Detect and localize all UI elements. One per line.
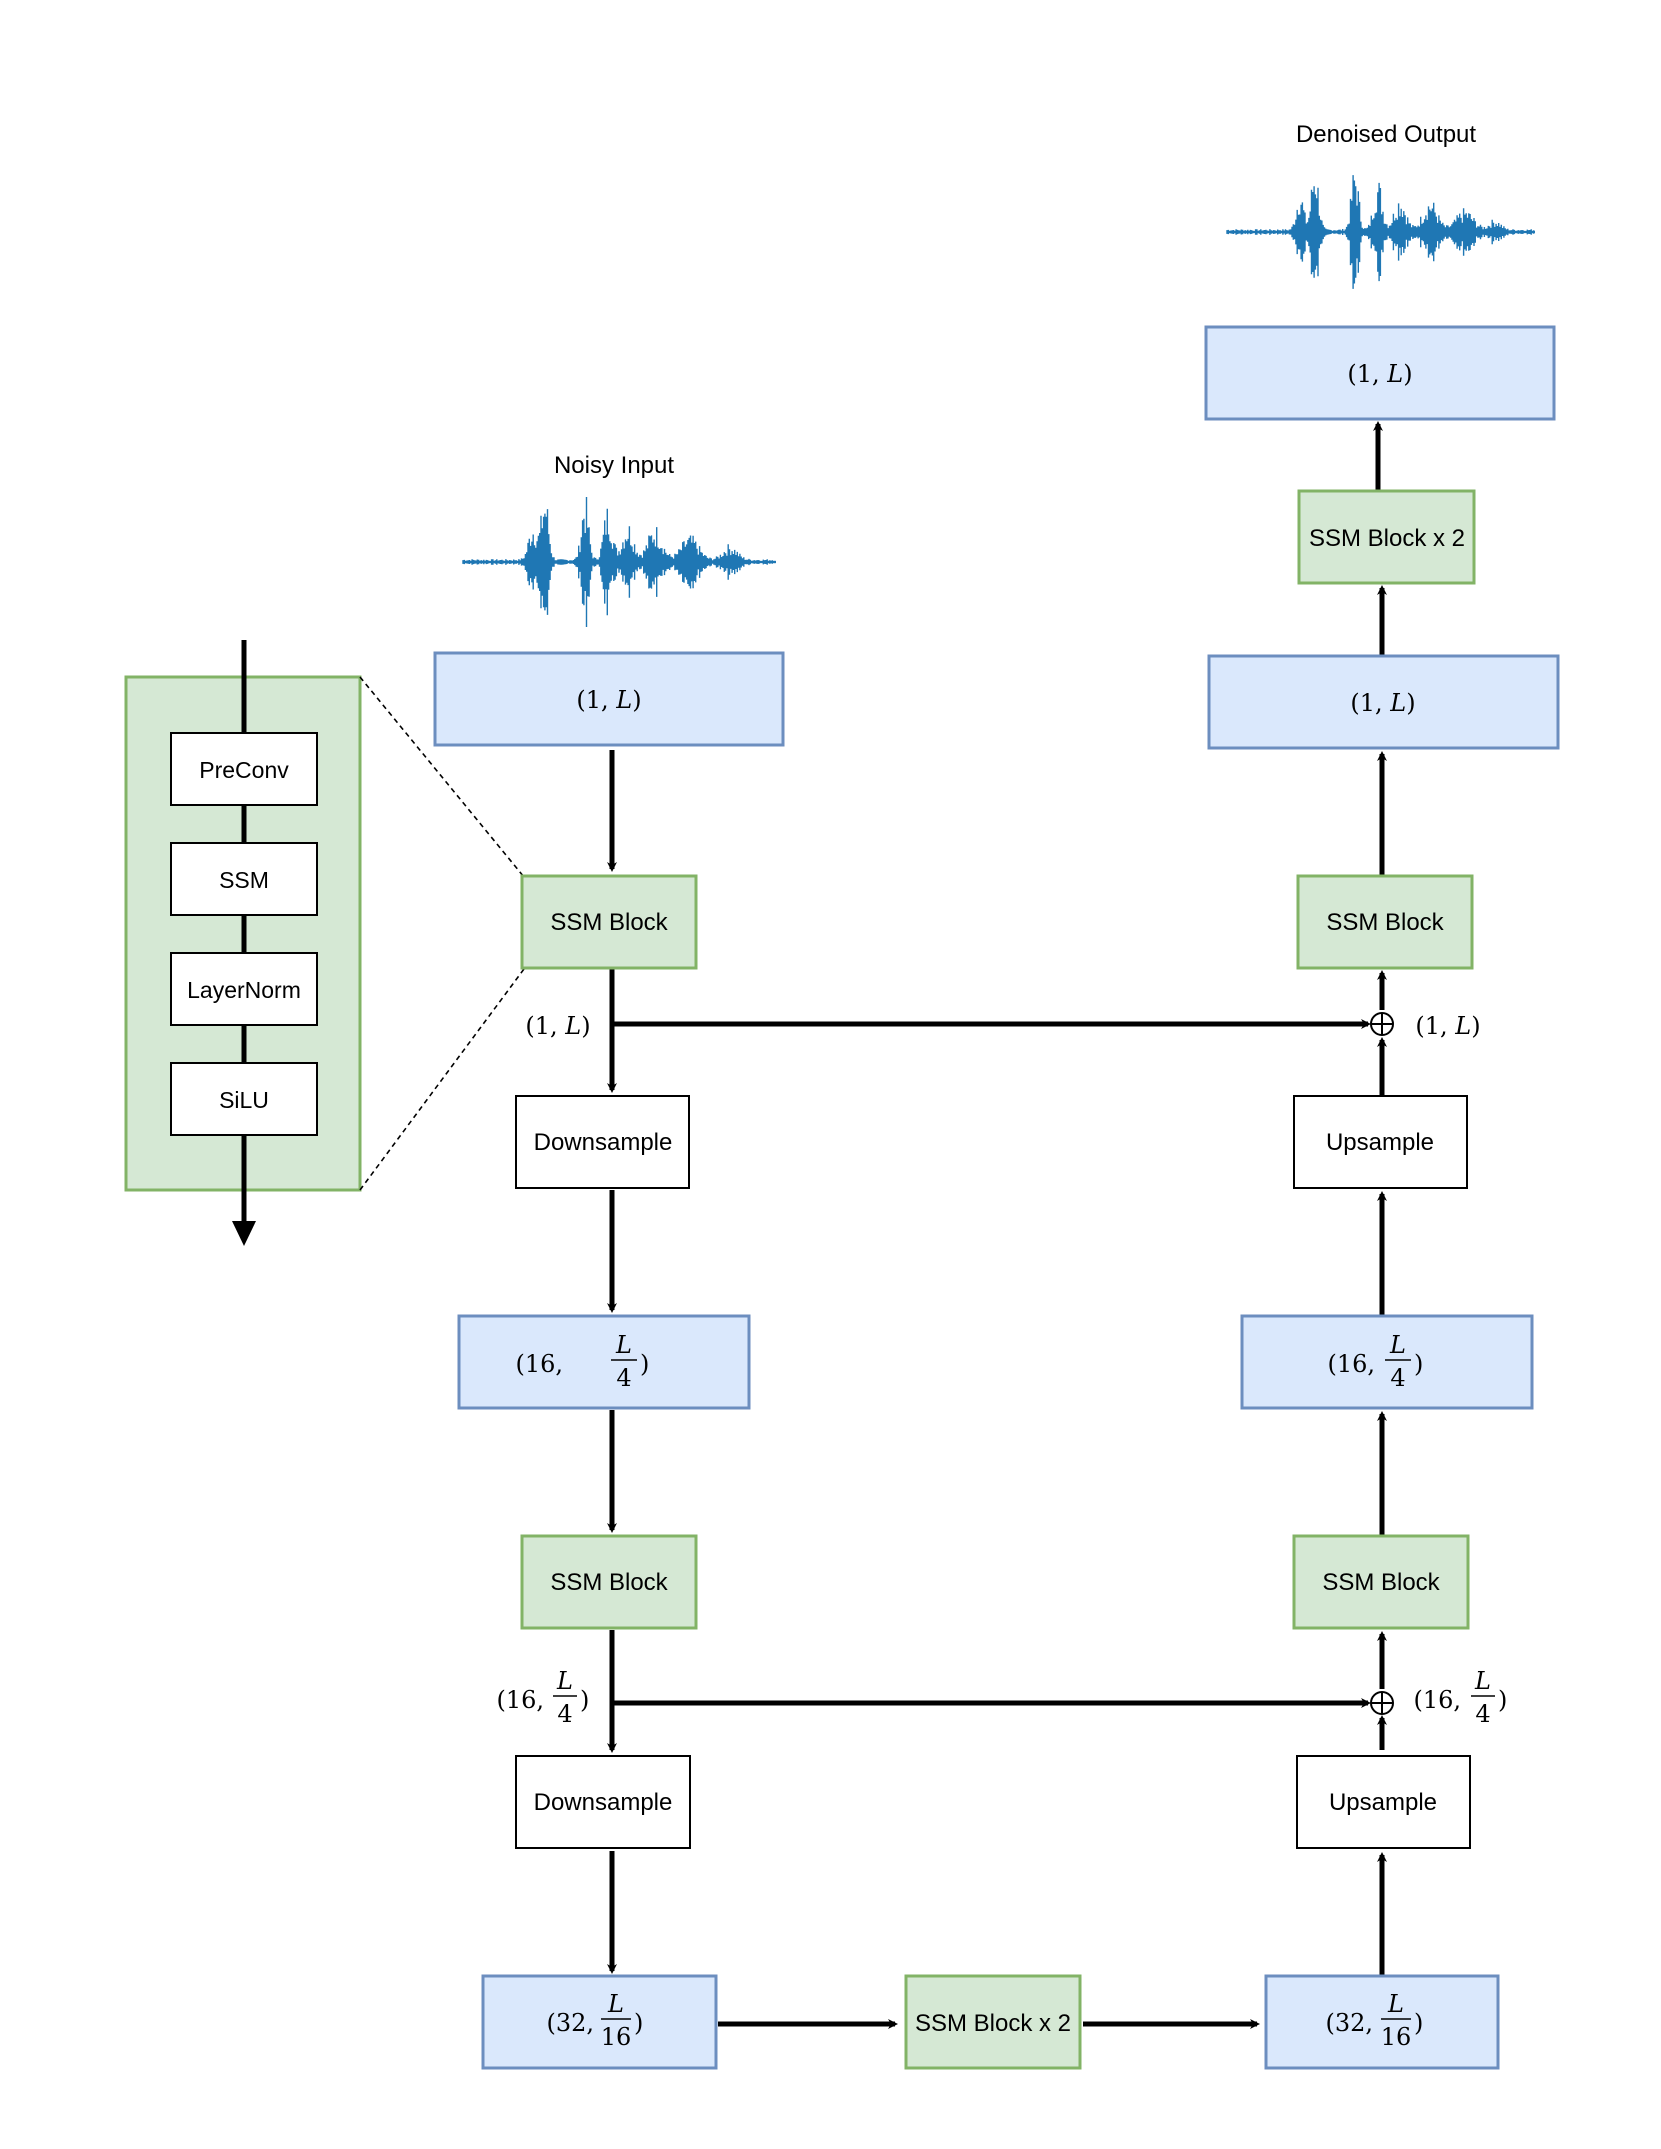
svg-text:L: L xyxy=(1389,1331,1406,1359)
svg-text:4: 4 xyxy=(616,1364,631,1392)
svg-text:(16,: (16, xyxy=(1413,1686,1461,1714)
ssm-block-output-label: SSM Block x 2 xyxy=(1309,525,1465,552)
zoom-line-top xyxy=(359,676,525,878)
input-tensor-box: (1, L) xyxy=(433,651,785,747)
sum-node-2 xyxy=(1370,1691,1394,1715)
skip1-shape-label: (1, L) xyxy=(525,1012,590,1040)
ssm-block-output: SSM Block x 2 xyxy=(1297,489,1476,585)
tensor-16-decoder: (16, L 4 ) xyxy=(1240,1314,1534,1410)
layer-silu: SiLU xyxy=(170,1062,318,1136)
svg-text:(1, L): (1, L) xyxy=(576,686,641,714)
sum1-shape-label: (1, L) xyxy=(1415,1012,1480,1040)
downsample-1-label: Downsample xyxy=(534,1129,673,1156)
svg-text:): ) xyxy=(634,2009,643,2037)
sum2-shape-label: (16, L 4 ) xyxy=(1413,1667,1507,1728)
upsample-2: Upsample xyxy=(1296,1755,1471,1849)
skip2-shape-label: (16, L 4 ) xyxy=(496,1667,589,1728)
ssm-block-encoder-2: SSM Block xyxy=(520,1534,698,1630)
layer-layernorm: LayerNorm xyxy=(170,952,318,1026)
svg-text:(16,: (16, xyxy=(496,1686,544,1714)
svg-text:): ) xyxy=(1414,1350,1423,1378)
svg-text:L: L xyxy=(556,1667,573,1695)
svg-text:4: 4 xyxy=(1390,1364,1405,1392)
ssm-block-decoder-1: SSM Block xyxy=(1296,874,1474,970)
ssm-block-bottleneck-label: SSM Block x 2 xyxy=(915,2010,1071,2037)
svg-text:): ) xyxy=(1414,2009,1423,2037)
output-tensor-box: (1, L) xyxy=(1204,325,1556,421)
ssm-block-decoder-2: SSM Block xyxy=(1292,1534,1470,1630)
svg-text:L: L xyxy=(1387,1990,1404,2018)
svg-text:): ) xyxy=(640,1350,649,1378)
svg-text:(32,: (32, xyxy=(546,2009,594,2037)
layer-ssm: SSM xyxy=(170,842,318,916)
downsample-1: Downsample xyxy=(515,1095,690,1189)
detail-arrowhead xyxy=(232,1221,256,1246)
svg-text:(1, L): (1, L) xyxy=(1347,360,1412,388)
ssm-block-decoder-1-label: SSM Block xyxy=(1326,909,1444,936)
svg-text:16: 16 xyxy=(1381,2023,1412,2051)
ssm-block-encoder-1-label: SSM Block xyxy=(550,909,668,936)
layer-preconv-label: PreConv xyxy=(199,757,289,783)
svg-text:L: L xyxy=(615,1331,632,1359)
zoom-line-bottom xyxy=(359,968,525,1191)
downsample-2: Downsample xyxy=(515,1755,691,1849)
noisy-waveform-icon xyxy=(462,497,776,627)
ssm-block-encoder-1: SSM Block xyxy=(520,874,698,970)
downsample-2-label: Downsample xyxy=(534,1789,673,1816)
tensor-32-encoder: (32, L 16 ) xyxy=(481,1974,718,2070)
tensor-1-decoder: (1, L) xyxy=(1207,654,1560,750)
noisy-input-title: Noisy Input xyxy=(554,452,674,479)
svg-text:(1, L): (1, L) xyxy=(1350,689,1415,717)
tensor-16-encoder: (16, L 4 ) xyxy=(457,1314,751,1410)
svg-text:(16,: (16, xyxy=(1327,1350,1375,1378)
svg-text:4: 4 xyxy=(557,1700,572,1728)
layer-ssm-label: SSM xyxy=(219,867,269,893)
denoised-waveform-icon xyxy=(1226,175,1535,289)
ssm-block-bottleneck: SSM Block x 2 xyxy=(904,1974,1082,2070)
upsample-2-label: Upsample xyxy=(1329,1789,1437,1816)
ssm-block-detail: PreConv SSM LayerNorm SiLU xyxy=(124,640,525,1246)
svg-text:L: L xyxy=(1474,1667,1491,1695)
svg-text:): ) xyxy=(1498,1686,1507,1714)
svg-text:L: L xyxy=(607,1990,624,2018)
layer-preconv: PreConv xyxy=(170,732,318,806)
ssm-block-decoder-2-label: SSM Block xyxy=(1322,1569,1440,1596)
svg-text:): ) xyxy=(580,1686,589,1714)
svg-text:(32,: (32, xyxy=(1325,2009,1373,2037)
upsample-1: Upsample xyxy=(1293,1095,1468,1189)
svg-text:4: 4 xyxy=(1475,1700,1490,1728)
layer-silu-label: SiLU xyxy=(219,1087,269,1113)
svg-text:(16,: (16, xyxy=(515,1350,563,1378)
tensor-32-decoder: (32, L 16 ) xyxy=(1264,1974,1500,2070)
svg-text:16: 16 xyxy=(601,2023,632,2051)
denoised-output-title: Denoised Output xyxy=(1296,121,1476,148)
ssm-block-encoder-2-label: SSM Block xyxy=(550,1569,668,1596)
sum-node-1 xyxy=(1370,1012,1394,1036)
layer-layernorm-label: LayerNorm xyxy=(187,977,301,1003)
upsample-1-label: Upsample xyxy=(1326,1129,1434,1156)
